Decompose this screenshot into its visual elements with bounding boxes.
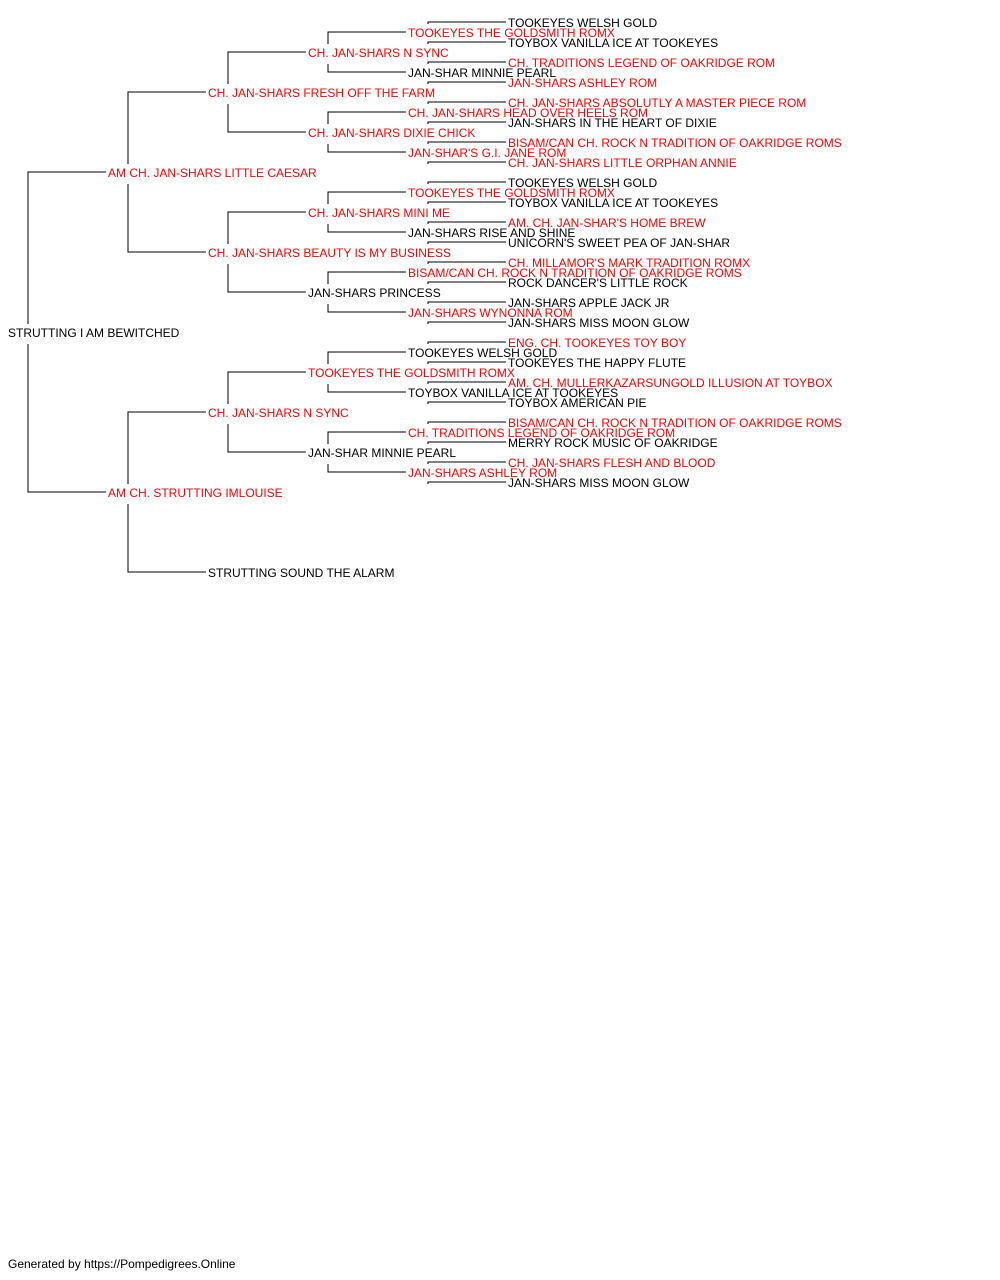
connector-dam-sire-sire-dam-sire (427, 381, 506, 384)
connector-sire-dam-dam-dam-dam (427, 321, 506, 324)
dog-name-sire.dam.dam.sire.sire: CH. MILLAMOR'S MARK TRADITION ROMX (508, 256, 750, 270)
connector-sire-dam-sire-dam-sire (427, 221, 506, 224)
connector-sire-sire-dam-sire-dam (427, 121, 506, 124)
connector-sire-sire-sire-dam (327, 64, 406, 73)
connector-dam-sire-sire-dam-dam (427, 401, 506, 404)
dog-name-dam.sire.sire: TOOKEYES THE GOLDSMITH ROMX (308, 366, 515, 380)
connector-sire-dam-dam (227, 264, 306, 293)
dog-name-sire.sire.sire.sire.sire: TOOKEYES WELSH GOLD (508, 16, 657, 30)
connector-dam-sire-dam-sire (327, 431, 406, 444)
connector-sire-dam-dam-sire-sire (427, 261, 506, 264)
connector-sire-dam-sire-dam-dam (427, 241, 506, 244)
connector-sire-sire-dam-sire-sire (427, 101, 506, 104)
dog-name-sire.dam.sire: CH. JAN-SHARS MINI ME (308, 206, 450, 220)
connector-dam-sire-dam-sire-dam (427, 441, 506, 444)
dog-name-sire.sire.dam.dam.dam: CH. JAN-SHARS LITTLE ORPHAN ANNIE (508, 156, 737, 170)
connector-sire-dam (127, 184, 206, 253)
connector-sire-dam-dam-dam (327, 304, 406, 313)
dog-name-sire.sire.dam.sire.sire: CH. JAN-SHARS ABSOLUTLY A MASTER PIECE R… (508, 96, 806, 110)
dog-name-sire.sire.sire.dam: JAN-SHAR MINNIE PEARL (408, 66, 556, 80)
connector-sire-dam-sire-sire-sire (427, 181, 506, 184)
connector-sire-dam-sire-sire-dam (427, 201, 506, 204)
connector-dam-sire-sire-sire-sire (427, 341, 506, 344)
dog-name-sire.dam.dam.sire: BISAM/CAN CH. ROCK N TRADITION OF OAKRID… (408, 266, 742, 280)
dog-name-dam.sire.sire.dam.sire: AM. CH. MULLERKAZARSUNGOLD ILLUSION AT T… (508, 376, 833, 390)
connector-sire-sire-sire (227, 51, 306, 84)
dog-name-sire.dam.dam.sire.dam: ROCK DANCER'S LITTLE ROCK (508, 276, 688, 290)
connector-dam (27, 344, 106, 493)
dog-name-dam.sire.sire.dam.dam: TOYBOX AMERICAN PIE (508, 396, 646, 410)
dog-name-dam.sire.dam.sire.sire: BISAM/CAN CH. ROCK N TRADITION OF OAKRID… (508, 416, 842, 430)
dog-name-sire: AM CH. JAN-SHARS LITTLE CAESAR (108, 166, 317, 180)
dog-name-dam.sire: CH. JAN-SHARS N SYNC (208, 406, 349, 420)
dog-name-sire.sire.sire.dam.dam: JAN-SHARS ASHLEY ROM (508, 76, 657, 90)
connector-sire-sire-dam (227, 104, 306, 133)
connector-sire-dam-dam-sire (327, 271, 406, 284)
dog-name-sire.dam: CH. JAN-SHARS BEAUTY IS MY BUSINESS (208, 246, 451, 260)
connector-dam-sire-dam-sire-sire (427, 421, 506, 424)
connector-sire-sire-dam-sire (327, 111, 406, 124)
dog-name-dam: AM CH. STRUTTING IMLOUISE (108, 486, 283, 500)
connector-dam-dam (127, 504, 206, 573)
dog-name-sire.dam.sire.dam: JAN-SHARS RISE AND SHINE (408, 226, 575, 240)
connector-sire (27, 171, 106, 324)
dog-name-sire.sire: CH. JAN-SHARS FRESH OFF THE FARM (208, 86, 435, 100)
connector-dam-sire-sire-dam (327, 384, 406, 393)
dog-name-sire.dam.dam: JAN-SHARS PRINCESS (308, 286, 441, 300)
connector-dam-sire-dam-dam (327, 464, 406, 473)
dog-name-dam.sire.sire.sire: TOOKEYES WELSH GOLD (408, 346, 557, 360)
dog-name-sire.dam.sire.sire.sire: TOOKEYES WELSH GOLD (508, 176, 657, 190)
dog-name-sire.sire.dam.sire.dam: JAN-SHARS IN THE HEART OF DIXIE (508, 116, 717, 130)
connector-sire-sire-dam-dam-sire (427, 141, 506, 144)
dog-name-sire.sire.sire.sire.dam: TOYBOX VANILLA ICE AT TOOKEYES (508, 36, 718, 50)
dog-name-dam.sire.dam: JAN-SHAR MINNIE PEARL (308, 446, 456, 460)
dog-name-sire.dam.dam.dam: JAN-SHARS WYNONNA ROM (408, 306, 573, 320)
dog-name-subject: STRUTTING I AM BEWITCHED (8, 326, 180, 340)
connector-sire-dam-dam-sire-dam (427, 281, 506, 284)
connector-sire-dam-sire (227, 211, 306, 244)
connector-dam-sire-dam-dam-dam (427, 481, 506, 484)
dog-name-sire.dam.sire.dam.dam: UNICORN'S SWEET PEA OF JAN-SHAR (508, 236, 730, 250)
connector-dam-sire-sire (227, 371, 306, 404)
connector-sire-sire-sire-sire-sire (427, 21, 506, 24)
connector-sire-sire-sire-dam-sire (427, 61, 506, 64)
dog-name-dam.sire.dam.sire.dam: MERRY ROCK MUSIC OF OAKRIDGE (508, 436, 718, 450)
connector-dam-sire-dam-dam-sire (427, 461, 506, 464)
connector-dam-sire-sire-sire-dam (427, 361, 506, 364)
dog-name-dam.sire.dam.dam: JAN-SHARS ASHLEY ROM (408, 466, 557, 480)
dog-name-sire.sire.sire.sire: TOOKEYES THE GOLDSMITH ROMX (408, 26, 615, 40)
footer-credit: Generated by https://Pompedigrees.Online (8, 1257, 236, 1271)
dog-name-sire.sire.dam: CH. JAN-SHARS DIXIE CHICK (308, 126, 475, 140)
dog-name-sire.sire.dam.sire: CH. JAN-SHARS HEAD OVER HEELS ROM (408, 106, 648, 120)
dog-name-dam.sire.sire.sire.sire: ENG. CH. TOOKEYES TOY BOY (508, 336, 686, 350)
dog-name-sire.dam.dam.dam.sire: JAN-SHARS APPLE JACK JR (508, 296, 670, 310)
connector-dam-sire (127, 411, 206, 484)
connector-sire-sire-sire-sire-dam (427, 41, 506, 44)
dog-name-sire.dam.sire.dam.sire: AM. CH. JAN-SHAR'S HOME BREW (508, 216, 706, 230)
dog-name-dam.sire.dam.dam.dam: JAN-SHARS MISS MOON GLOW (508, 476, 690, 490)
dog-name-sire.dam.sire.sire.dam: TOYBOX VANILLA ICE AT TOOKEYES (508, 196, 718, 210)
dog-name-dam.sire.sire.dam: TOYBOX VANILLA ICE AT TOOKEYES (408, 386, 618, 400)
connector-sire-sire-sire-sire (327, 31, 406, 44)
dog-name-sire.dam.sire.sire: TOOKEYES THE GOLDSMITH ROMX (408, 186, 615, 200)
dog-name-sire.sire.dam.dam: JAN-SHAR'S G.I. JANE ROM (408, 146, 566, 160)
dog-name-sire.sire.sire: CH. JAN-SHARS N SYNC (308, 46, 449, 60)
connector-sire-sire-sire-dam-dam (427, 81, 506, 84)
dog-name-dam.sire.dam.dam.sire: CH. JAN-SHARS FLESH AND BLOOD (508, 456, 716, 470)
connector-sire-dam-sire-sire (327, 191, 406, 204)
connector-dam-sire-dam (227, 424, 306, 453)
connector-sire-dam-dam-dam-sire (427, 301, 506, 304)
dog-name-dam.sire.dam.sire: CH. TRADITIONS LEGEND OF OAKRIDGE ROM (408, 426, 675, 440)
connector-sire-dam-sire-dam (327, 224, 406, 233)
connector-sire-sire-dam-dam (327, 144, 406, 153)
dog-name-dam.sire.sire.sire.dam: TOOKEYES THE HAPPY FLUTE (508, 356, 686, 370)
dog-name-sire.dam.dam.dam.dam: JAN-SHARS MISS MOON GLOW (508, 316, 690, 330)
dog-name-sire.sire.sire.dam.sire: CH. TRADITIONS LEGEND OF OAKRIDGE ROM (508, 56, 775, 70)
connector-sire-sire (127, 91, 206, 164)
dog-name-dam.dam: STRUTTING SOUND THE ALARM (208, 566, 394, 580)
dog-name-sire.sire.dam.dam.sire: BISAM/CAN CH. ROCK N TRADITION OF OAKRID… (508, 136, 842, 150)
connector-sire-sire-dam-dam-dam (427, 161, 506, 164)
connector-dam-sire-sire-sire (327, 351, 406, 364)
